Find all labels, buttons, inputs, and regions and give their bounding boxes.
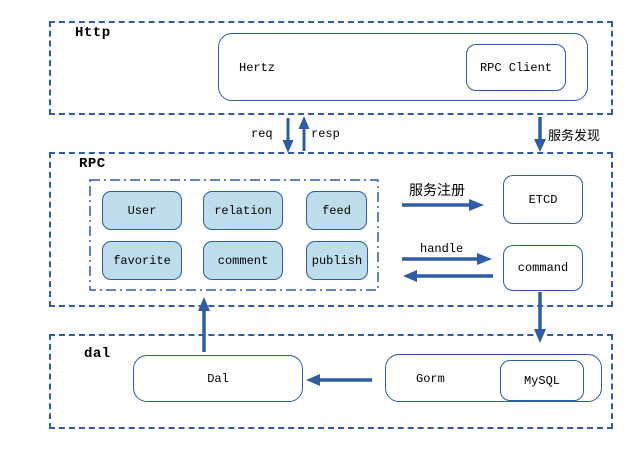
dal-box: Dal	[133, 355, 303, 402]
hertz-box: Hertz RPC Client	[218, 33, 588, 101]
command-box: command	[503, 245, 583, 291]
mysql-label: MySQL	[523, 373, 560, 388]
service-registration-label: 服务注册	[409, 182, 465, 198]
handle-request-arrow	[402, 253, 492, 265]
service-box-feed: feed	[306, 191, 367, 230]
services-group-border	[89, 179, 379, 291]
rpc-client-box: RPC Client	[466, 44, 566, 91]
etcd-box: ETCD	[503, 175, 583, 224]
command-to-gorm-arrow	[534, 292, 546, 343]
resp-arrow	[298, 116, 310, 151]
dal-layer-label: dal	[84, 346, 111, 362]
rpc-client-label: RPC Client	[479, 60, 552, 75]
http-layer-label: Http	[75, 25, 111, 41]
service-box-user: User	[102, 191, 182, 230]
service-box-relation: relation	[203, 191, 283, 230]
dal-box-label: Dal	[207, 371, 229, 386]
service-discovery-arrow	[534, 117, 546, 152]
service-label-feed: feed	[322, 203, 351, 218]
service-registration-arrow	[402, 199, 484, 211]
dal-to-services-arrow	[198, 297, 210, 352]
rpc-layer-label: RPC	[79, 156, 106, 172]
command-label: command	[517, 261, 569, 275]
handle-label: handle	[420, 242, 464, 256]
gorm-box: Gorm MySQL	[385, 354, 602, 402]
hertz-label: Hertz	[239, 61, 276, 75]
gorm-to-dal-arrow	[306, 374, 372, 386]
service-label-relation: relation	[214, 203, 272, 218]
mysql-box: MySQL	[500, 360, 584, 401]
handle-response-arrow	[403, 270, 493, 282]
http-layer-box	[49, 21, 613, 115]
req-arrow	[282, 118, 294, 153]
service-discovery-label: 服务发现	[548, 128, 601, 143]
service-label-user: User	[127, 203, 157, 218]
service-label-publish: publish	[311, 253, 363, 268]
etcd-label: ETCD	[528, 192, 558, 207]
req-label: req	[251, 127, 273, 141]
rpc-layer-box	[49, 152, 613, 307]
service-box-favorite: favorite	[102, 241, 182, 280]
dal-layer-box	[49, 334, 613, 429]
service-box-publish: publish	[306, 241, 368, 280]
service-label-comment: comment	[217, 253, 269, 268]
resp-label: resp	[311, 127, 340, 141]
service-label-favorite: favorite	[113, 253, 171, 268]
service-box-comment: comment	[203, 241, 283, 280]
gorm-label: Gorm	[416, 372, 445, 386]
